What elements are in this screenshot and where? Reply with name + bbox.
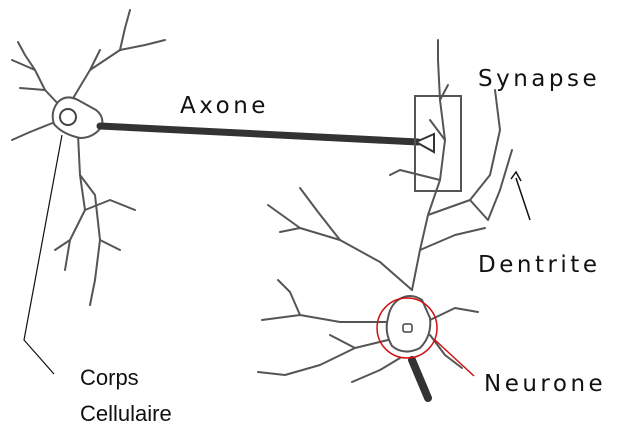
pointer-lines [24,135,530,376]
left-cell-body [53,97,103,138]
left-nucleus [60,109,76,125]
axon-terminal [416,134,434,152]
corps-pointer [24,135,62,374]
right-neuron-dendrites [258,40,512,382]
label-corps: Corps [80,365,139,390]
label-synapse: Synapse [478,66,600,92]
label-cellulaire: Cellulaire [80,401,172,426]
left-neuron-dendrites [12,10,165,305]
label-dentrite: Dentrite [478,252,600,278]
axon [100,126,434,152]
label-neurone: Neurone [484,371,606,397]
right-cell-body [387,296,431,398]
dentrite-pointer [516,178,530,220]
right-nucleus [403,324,412,332]
label-axone: Axone [180,93,269,119]
neurone-pointer [435,340,474,376]
right-axon-stub [412,360,428,398]
